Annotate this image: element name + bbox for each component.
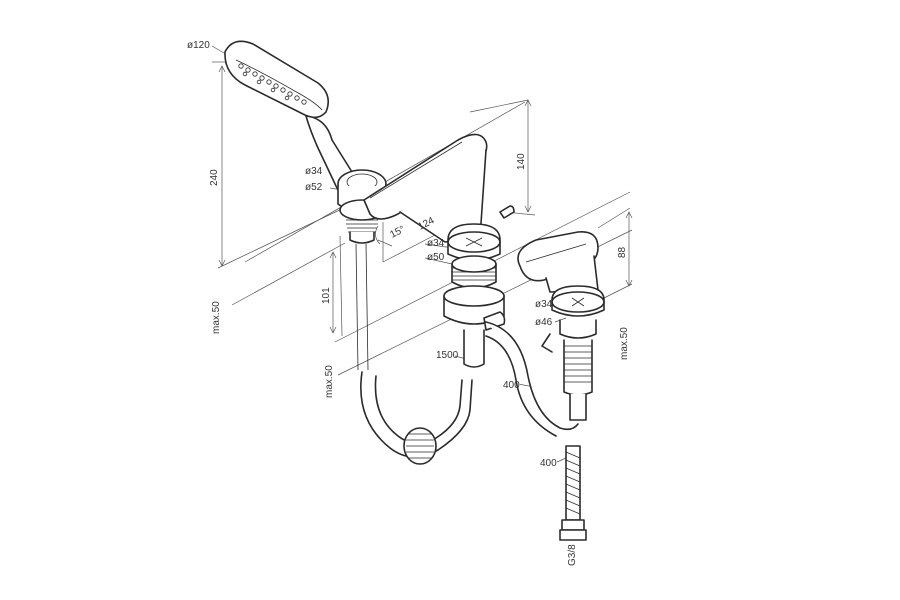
dimension-labels: ø120 ø34 ø52 240 140 15° 124 ø34 ø50 101… xyxy=(187,40,630,566)
hand-shower xyxy=(224,40,357,194)
label-max50-mid: max.50 xyxy=(324,365,335,398)
label-d34-mixer: ø34 xyxy=(535,299,553,310)
label-h88: 88 xyxy=(617,246,628,258)
valve-body xyxy=(443,205,515,368)
shower-hose xyxy=(355,243,473,465)
flex-hose xyxy=(559,445,587,541)
label-max50-right: max.50 xyxy=(619,327,630,360)
spray-nozzles xyxy=(238,63,307,105)
label-d34-body: ø34 xyxy=(427,238,445,249)
supply-hose xyxy=(485,321,579,437)
spout xyxy=(363,133,488,243)
label-l1500: 1500 xyxy=(436,350,459,361)
label-g38: G3/8 xyxy=(567,544,578,566)
label-d34-holder: ø34 xyxy=(305,166,323,177)
dimension-lines xyxy=(218,65,633,334)
label-h101: 101 xyxy=(321,287,332,304)
label-max50-left: max.50 xyxy=(211,301,222,334)
label-h140: 140 xyxy=(516,153,527,170)
label-d50: ø50 xyxy=(427,252,445,263)
mixer-unit xyxy=(517,231,605,421)
label-h240: 240 xyxy=(209,169,220,186)
label-d120: ø120 xyxy=(187,40,210,51)
label-d52: ø52 xyxy=(305,182,323,193)
label-l400-lower: 400 xyxy=(540,458,557,469)
label-15deg: 15° xyxy=(388,224,406,241)
label-l400-upper: 400 xyxy=(503,380,520,391)
label-d46: ø46 xyxy=(535,317,553,328)
